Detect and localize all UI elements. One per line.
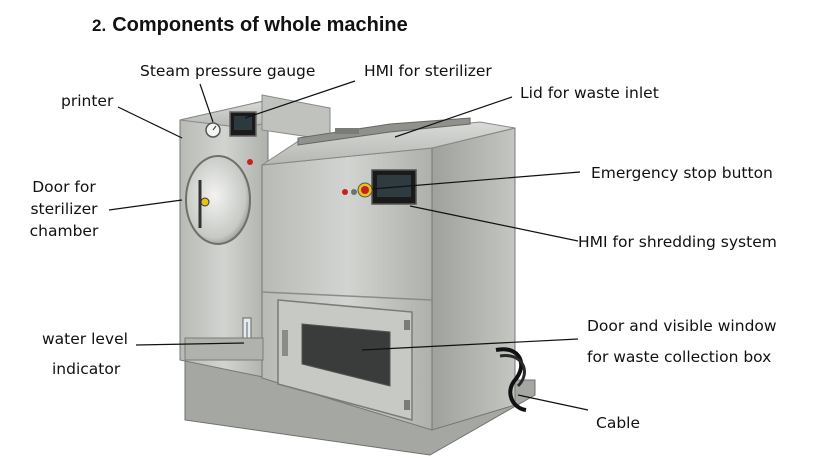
label-hmi-shredding: HMI for shredding system	[578, 233, 777, 251]
section-heading: 2. Components of whole machine	[92, 14, 408, 37]
shredder-top	[261, 121, 516, 166]
lid-handle	[335, 128, 359, 134]
sterilizer-door	[185, 155, 251, 245]
waste-visible-window	[301, 323, 391, 387]
label-water-level-line2: indicator	[52, 360, 121, 378]
label-cable: Cable	[596, 414, 641, 432]
waste-inlet-lid	[297, 117, 471, 146]
label-water-level-line1: water level	[42, 330, 128, 348]
label-emergency-stop: Emergency stop button	[591, 164, 773, 182]
label-waste-door-line2: for waste collection box	[587, 348, 772, 366]
label-lid-waste-inlet: Lid for waste inlet	[520, 84, 659, 102]
sterilizer-status-light	[247, 159, 253, 165]
section-number: 2.	[92, 16, 107, 35]
power-cable	[495, 347, 527, 412]
label-door-line3: chamber	[29, 222, 99, 240]
leader-lines	[108, 80, 589, 411]
label-hmi-sterilizer: HMI for sterilizer	[364, 62, 492, 80]
label-door-sterilizer-chamber: Door for sterilizer chamber	[28, 176, 100, 242]
label-door-line2: sterilizer	[30, 200, 98, 218]
label-waste-door-line1: Door and visible window	[587, 317, 777, 335]
label-steam-pressure-gauge: Steam pressure gauge	[140, 62, 316, 80]
shredder-side	[431, 127, 516, 431]
sterilizer-upper-panel	[261, 94, 331, 141]
label-door-line1: Door for	[32, 178, 96, 196]
label-printer: printer	[61, 92, 114, 110]
section-title: Components of whole machine	[112, 14, 408, 36]
